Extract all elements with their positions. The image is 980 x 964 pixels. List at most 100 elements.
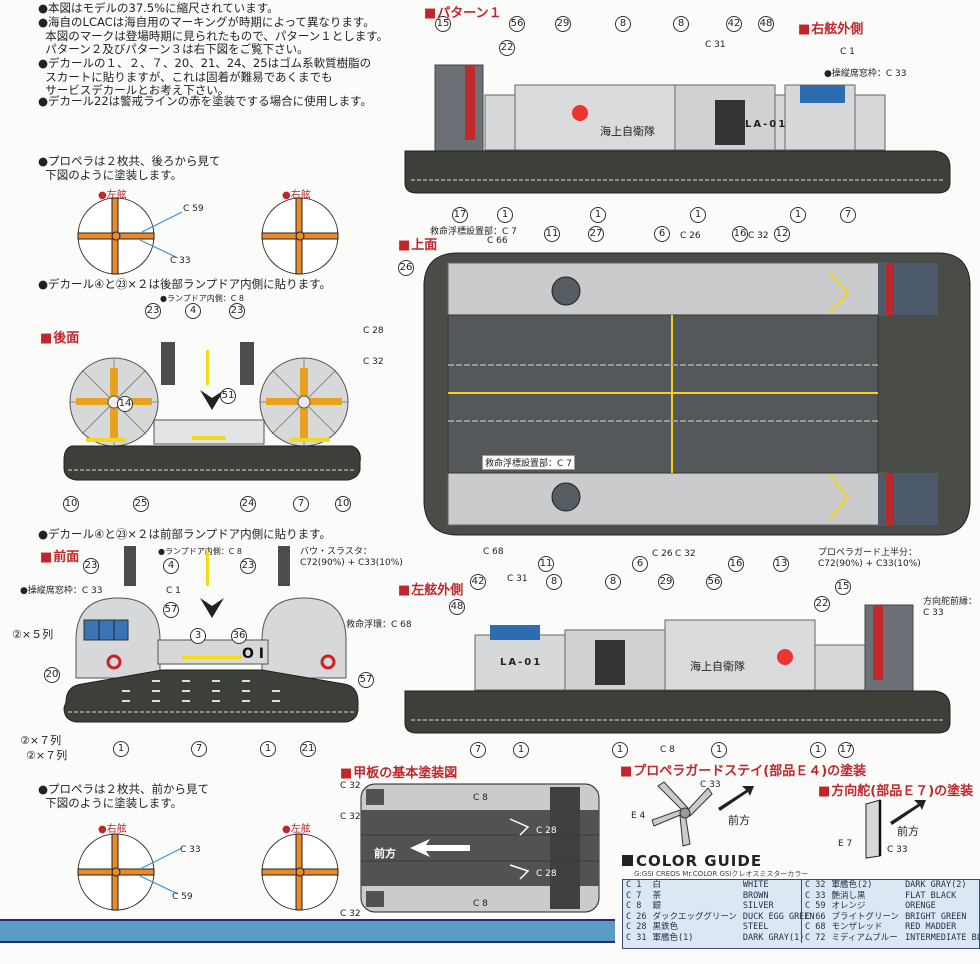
callout-36: 36 [231,628,247,644]
label-c32: C 32 [340,812,361,822]
hull-number: LA-01 [500,657,542,668]
callout-14: 14 [117,396,133,412]
callout-10: 10 [335,496,351,512]
note-marking-patterns: ●海自のLCACは海自用のマーキングが時期によって異なります。 本図のマークは登… [38,15,389,56]
label-window-frame: ●操縦席窓枠：C 33 [20,586,103,596]
label-c33: C 33 [180,845,201,855]
callout-17: 17 [452,207,468,223]
color-jp: 白 [652,880,661,890]
callout-23: 23 [145,303,161,319]
callout-arrows-front-prop [139,847,183,895]
propeller-rear-port [77,197,155,275]
callout-1: 1 [113,741,129,757]
square-icon [622,855,633,866]
label-port: 左舷 [98,186,127,201]
label-c68: C 68 [483,547,504,557]
forward-arrow-icon [718,786,754,811]
callout-17: 17 [838,742,854,758]
color-en: WHITE [742,880,769,890]
callout-1: 1 [260,741,276,757]
color-en: ORENGE [905,901,936,911]
callout-7: 7 [470,742,486,758]
color-jp: 黒鉄色 [652,922,678,932]
color-guide-subtitle: G:GSI CREOS Mr.COLOR GSIクレオスミスターカラー [634,870,809,878]
label-x7-rows-b: ②×７列 [26,749,68,762]
label-starboard: 右舷 [282,186,311,201]
callout-23: 23 [240,558,256,574]
label-ramp-inside-front: ●ランプドア内側：C 8 [158,547,242,556]
color-jp: 軍艦色(2) [831,880,873,890]
color-en: DUCK EGG GREEN [742,911,815,922]
decal-23-panel [240,342,254,385]
propeller-front-starboard [77,833,155,911]
callout-13: 13 [773,556,789,572]
callout-8: 8 [615,16,631,32]
label-starboard: 右舷 [98,820,127,835]
lcac-port-drawing: LA-01 海上自衛隊 [404,604,951,734]
color-code: C 59 [805,901,826,911]
label-c33: C 33 [170,256,191,266]
color-en: INTERMEDIATE BLUE [905,932,980,943]
svg-text:O I: O I [242,646,264,662]
decal-23-panel [278,546,290,586]
color-jp: モンザレッド [831,922,883,932]
color-code: C 1 [626,880,642,890]
prop-stay-drawing [651,781,713,847]
callout-48: 48 [449,599,465,615]
note-prop-rear: ●プロペラは２枚共、後ろから見て 下図のように塗装します。 [38,154,221,182]
callout-57: 57 [163,602,179,618]
decal-4-line [206,552,209,586]
label-c66: C 66 [487,236,508,246]
color-en: FLAT BLACK [905,890,957,901]
callout-23: 23 [229,303,245,319]
section-starboard-outside: 右舷外側 [798,18,863,37]
callout-8: 8 [605,574,621,590]
lcac-top-drawing [423,252,971,536]
section-port-outside: 左舷外側 [398,579,463,598]
callout-56: 56 [706,574,722,590]
note-prop-front: ●プロペラは２枚共、前から見て 下図のように塗装します。 [38,782,210,810]
callout-1: 1 [790,207,806,223]
callout-1: 1 [513,742,529,758]
label-c32: C 32 [340,909,361,919]
label-prop-guard-upper: プロペラガード上半分： C72(90%) + C33(10%) [818,548,921,569]
label-port: 左舷 [282,820,311,835]
label-c32: C 32 [675,549,696,559]
deck-paint-diagram [360,783,600,913]
callout-1: 1 [590,207,606,223]
label-life-buoy: 救命浮環：C 68 [346,620,412,630]
label-c28: C 28 [363,326,384,336]
note-skirt-decals: ●デカールの１、２、７、20、21、24、25はゴム系軟質樹脂の スカートに貼り… [38,56,372,97]
color-guide-heading: COLOR GUIDE [636,852,763,870]
hull-number: LA-01 [745,119,787,130]
callout-11: 11 [538,556,554,572]
note-decal-rear-ramp: ●デカール④と㉓×２は後部ランプドア内側に貼ります。 [38,277,331,291]
note-decal-front-ramp: ●デカール④と㉓×２は前部ランプドア内側に貼ります。 [38,527,331,541]
callout-20: 20 [44,667,60,683]
color-guide-title: COLOR GUIDE [622,852,762,870]
section-pattern-1: パターン１ [424,2,501,21]
label-c8: C 8 [473,793,488,803]
color-jp: ミディアムブルー [831,932,898,943]
label-forward: 前方 [728,814,750,827]
label-c31: C 31 [705,40,726,50]
note-scale: ●本図はモデルの37.5%に縮尺されています。 [38,1,279,15]
callout-26: 26 [398,260,414,276]
color-en: BRIGHT GREEN [905,911,967,922]
callout-57: 57 [358,672,374,688]
color-jp: 茶 [652,890,661,901]
label-e4: E 4 [631,811,646,821]
callout-7: 7 [293,496,309,512]
callout-56: 56 [509,16,525,32]
callout-27: 27 [588,226,604,242]
callout-29: 29 [658,574,674,590]
